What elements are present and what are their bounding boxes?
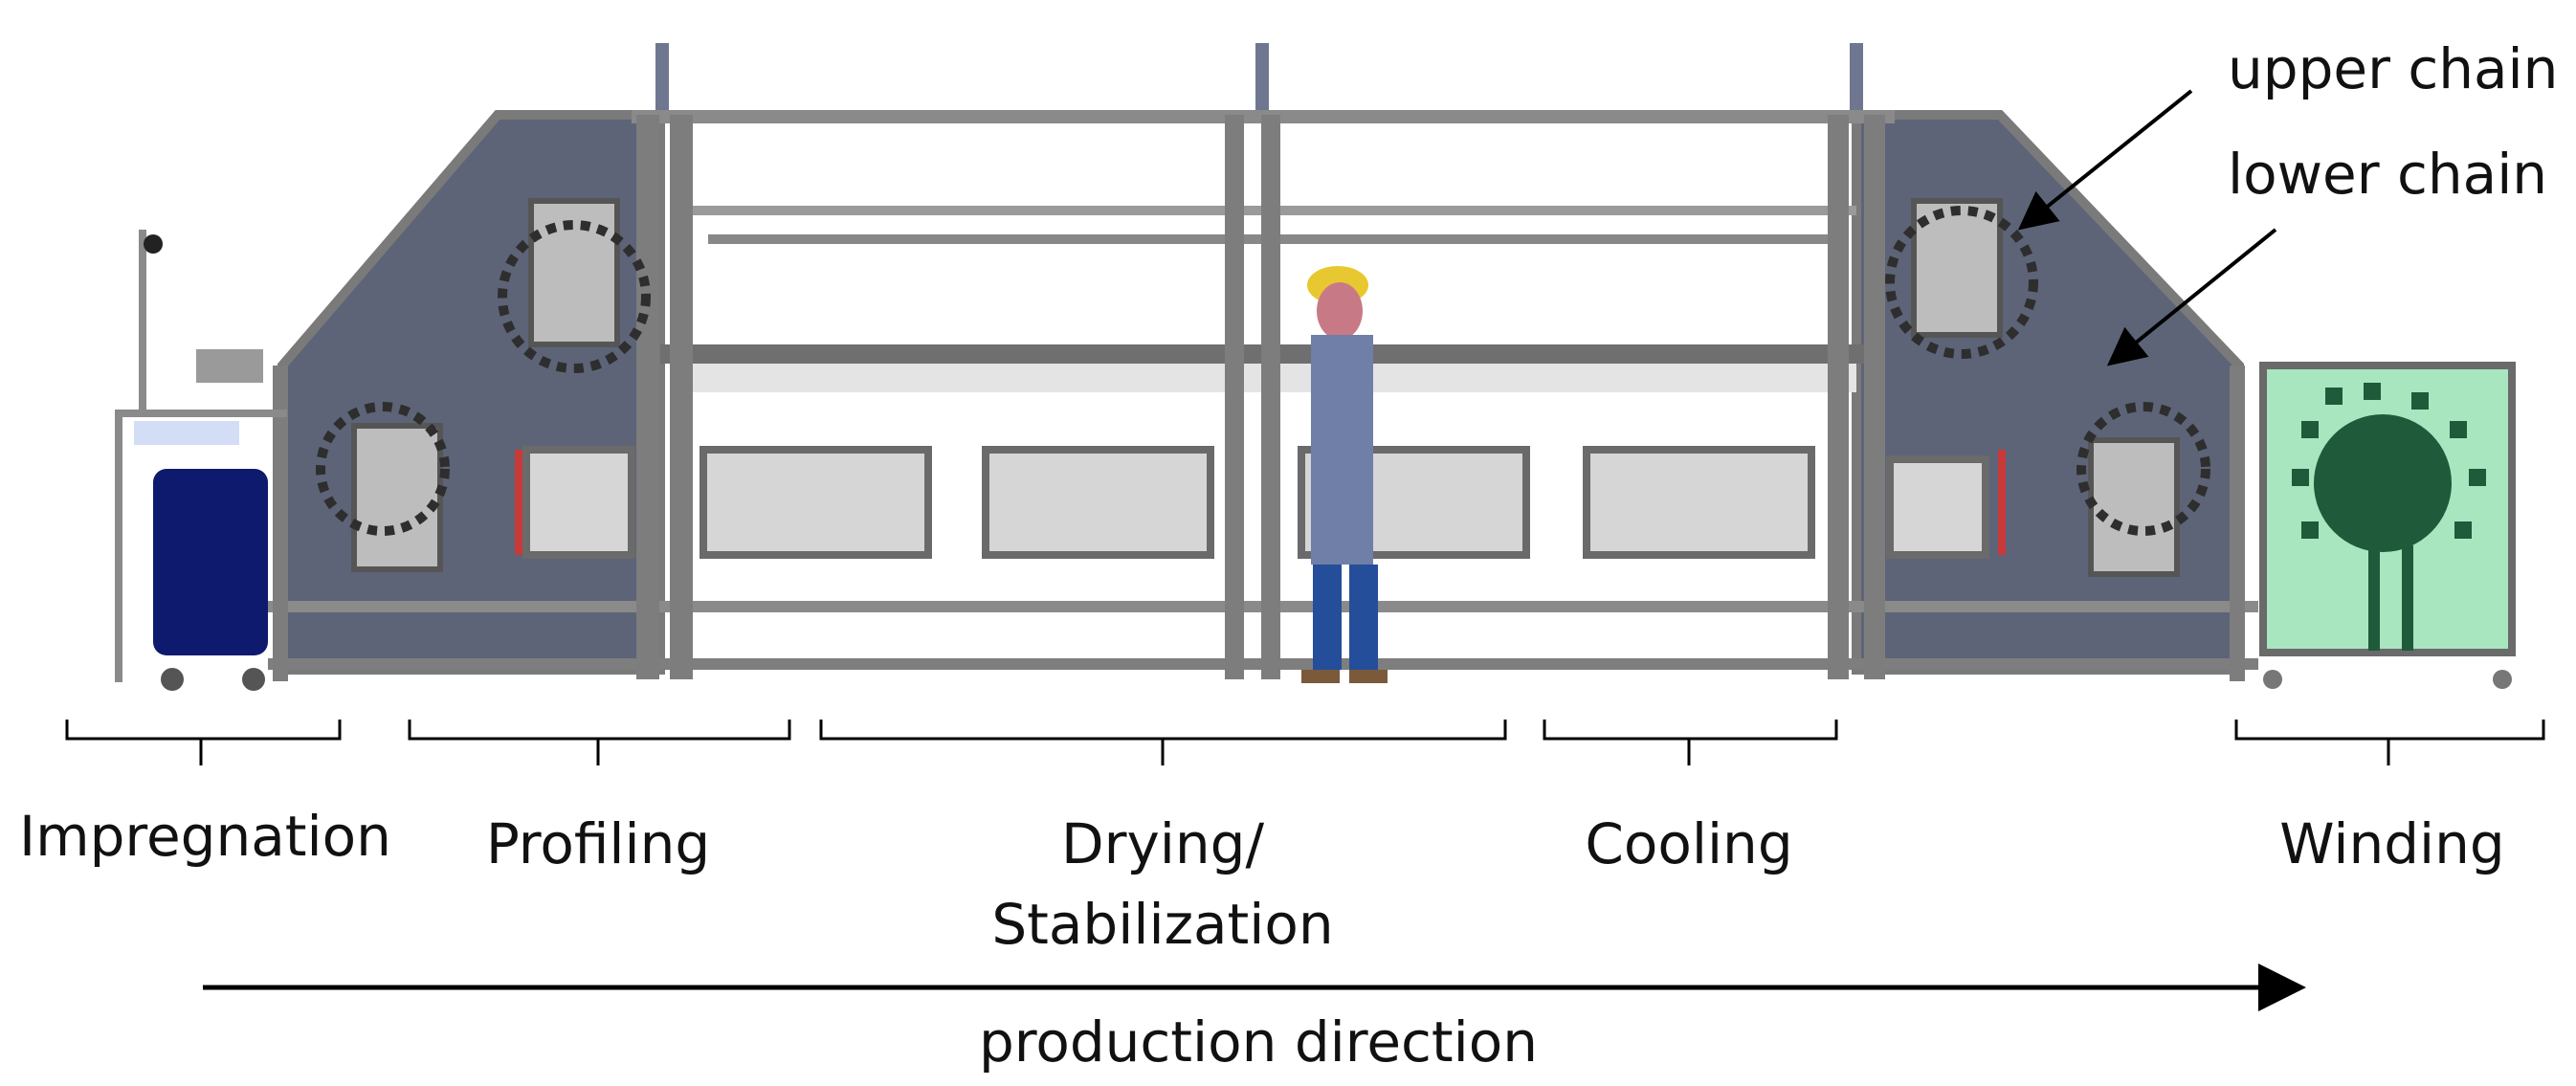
brace-winding [2234, 720, 2545, 765]
machine-illustration [115, 43, 2516, 691]
sprockets [316, 206, 2210, 536]
stage-braces [65, 720, 2545, 765]
impregnation-drum [153, 469, 268, 655]
callout-upper-chain: upper chain [2228, 36, 2559, 101]
stage-label-profiling: Profiling [485, 811, 711, 876]
upper-chain-arrow [2017, 89, 2193, 231]
brace-drying [819, 720, 1507, 765]
lower-chain-arrow [2106, 228, 2277, 366]
oven-panels [522, 446, 1989, 559]
brace-cooling [1543, 720, 1838, 765]
winding-station [2259, 362, 2516, 689]
stage-label-cooling: Cooling [1585, 811, 1793, 876]
worker-figure [1301, 266, 1388, 683]
production-direction-label: production direction [978, 1009, 1539, 1075]
stage-label-drying-line1: Drying/ [1060, 811, 1265, 876]
brace-profiling [408, 720, 791, 765]
callout-lower-chain: lower chain [2228, 142, 2548, 207]
impregnation-station [115, 230, 287, 691]
stage-label-impregnation: Impregnation [19, 804, 391, 869]
stage-label-winding: Winding [2279, 811, 2505, 876]
stage-label-drying-line2: Stabilization [991, 892, 1334, 957]
brace-impregnation [65, 720, 342, 765]
post-caps [655, 43, 1863, 110]
red-accents [515, 450, 2006, 555]
vertical-posts [273, 115, 2245, 681]
